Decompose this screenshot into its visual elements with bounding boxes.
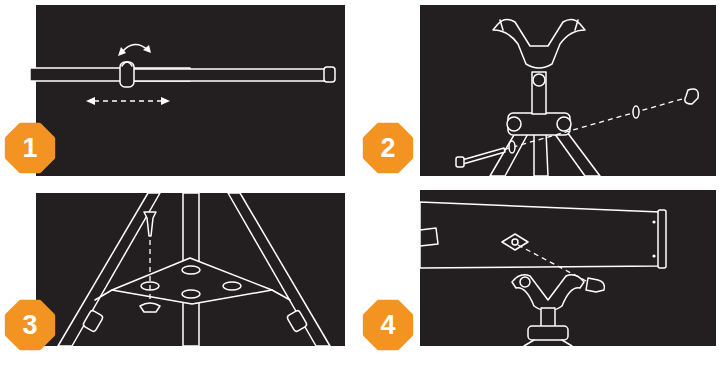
tripod-tray bbox=[58, 193, 330, 346]
tripod-leg bbox=[58, 193, 160, 346]
head-block bbox=[528, 326, 568, 340]
tripod-leg bbox=[524, 340, 534, 346]
wing-nut bbox=[685, 89, 698, 104]
focuser bbox=[420, 228, 438, 246]
badge-fill bbox=[8, 303, 52, 347]
leg-clamp bbox=[82, 310, 103, 333]
step-badge: 3 bbox=[2, 297, 58, 353]
mount-yoke bbox=[493, 19, 585, 68]
stem-knob bbox=[533, 74, 545, 86]
step-panel bbox=[420, 190, 716, 346]
cap-screw bbox=[652, 254, 655, 257]
step-panel bbox=[36, 193, 345, 346]
arrow-head bbox=[118, 47, 126, 56]
slide-arrow bbox=[94, 100, 162, 101]
tray-hole bbox=[182, 290, 200, 298]
step-panel bbox=[36, 5, 345, 176]
badge-fill bbox=[366, 303, 410, 347]
badge-fill bbox=[366, 126, 410, 170]
step-badge: 4 bbox=[360, 297, 416, 353]
cap-screw bbox=[652, 220, 655, 223]
mount-yoke bbox=[512, 275, 584, 311]
assembly-line bbox=[478, 95, 696, 157]
tripod-leg bbox=[228, 193, 330, 346]
washer bbox=[509, 141, 515, 153]
leg-clamp bbox=[286, 310, 307, 333]
head-stem bbox=[541, 308, 555, 328]
leg-clamp bbox=[120, 62, 134, 87]
arrow-head bbox=[86, 97, 95, 105]
tripod-leg bbox=[30, 44, 335, 105]
tray-arm bbox=[95, 290, 112, 300]
leg-cap bbox=[324, 67, 335, 82]
rotate-arrow bbox=[122, 44, 148, 52]
lock-knob bbox=[586, 278, 604, 292]
step-number: 2 bbox=[380, 135, 395, 162]
tray-hole bbox=[182, 266, 200, 274]
washer bbox=[633, 106, 639, 118]
wing-nut bbox=[140, 303, 160, 312]
leg-hinge bbox=[507, 117, 521, 131]
yoke-pivot bbox=[520, 277, 530, 287]
head-block bbox=[508, 113, 570, 135]
screw bbox=[144, 212, 156, 236]
tray-arm bbox=[272, 290, 290, 300]
arrow-head bbox=[143, 45, 151, 53]
step-badge: 2 bbox=[360, 120, 416, 176]
mount-bracket bbox=[502, 234, 528, 250]
bracket-hole bbox=[512, 239, 518, 245]
clamp-lever bbox=[122, 62, 132, 66]
yoke-fork bbox=[500, 20, 578, 30]
arrow-head bbox=[161, 97, 170, 105]
telescope-tube bbox=[420, 202, 660, 268]
telescope bbox=[420, 202, 666, 346]
tripod-leg bbox=[562, 340, 572, 346]
step-number: 4 bbox=[380, 312, 395, 339]
bolt-head bbox=[456, 157, 464, 167]
tray-hole bbox=[223, 282, 241, 290]
leg-tube bbox=[130, 69, 328, 81]
step-number: 1 bbox=[22, 135, 37, 162]
bolt bbox=[462, 148, 505, 164]
accessory-tray bbox=[112, 258, 272, 304]
step-badge: 1 bbox=[2, 120, 58, 176]
tripod-head bbox=[456, 19, 698, 176]
step-panel bbox=[420, 5, 716, 176]
step-number: 3 bbox=[22, 312, 37, 339]
head-stem bbox=[532, 72, 546, 114]
leg-hinge bbox=[557, 117, 571, 131]
badge-fill bbox=[8, 126, 52, 170]
tube-cap bbox=[658, 210, 666, 268]
